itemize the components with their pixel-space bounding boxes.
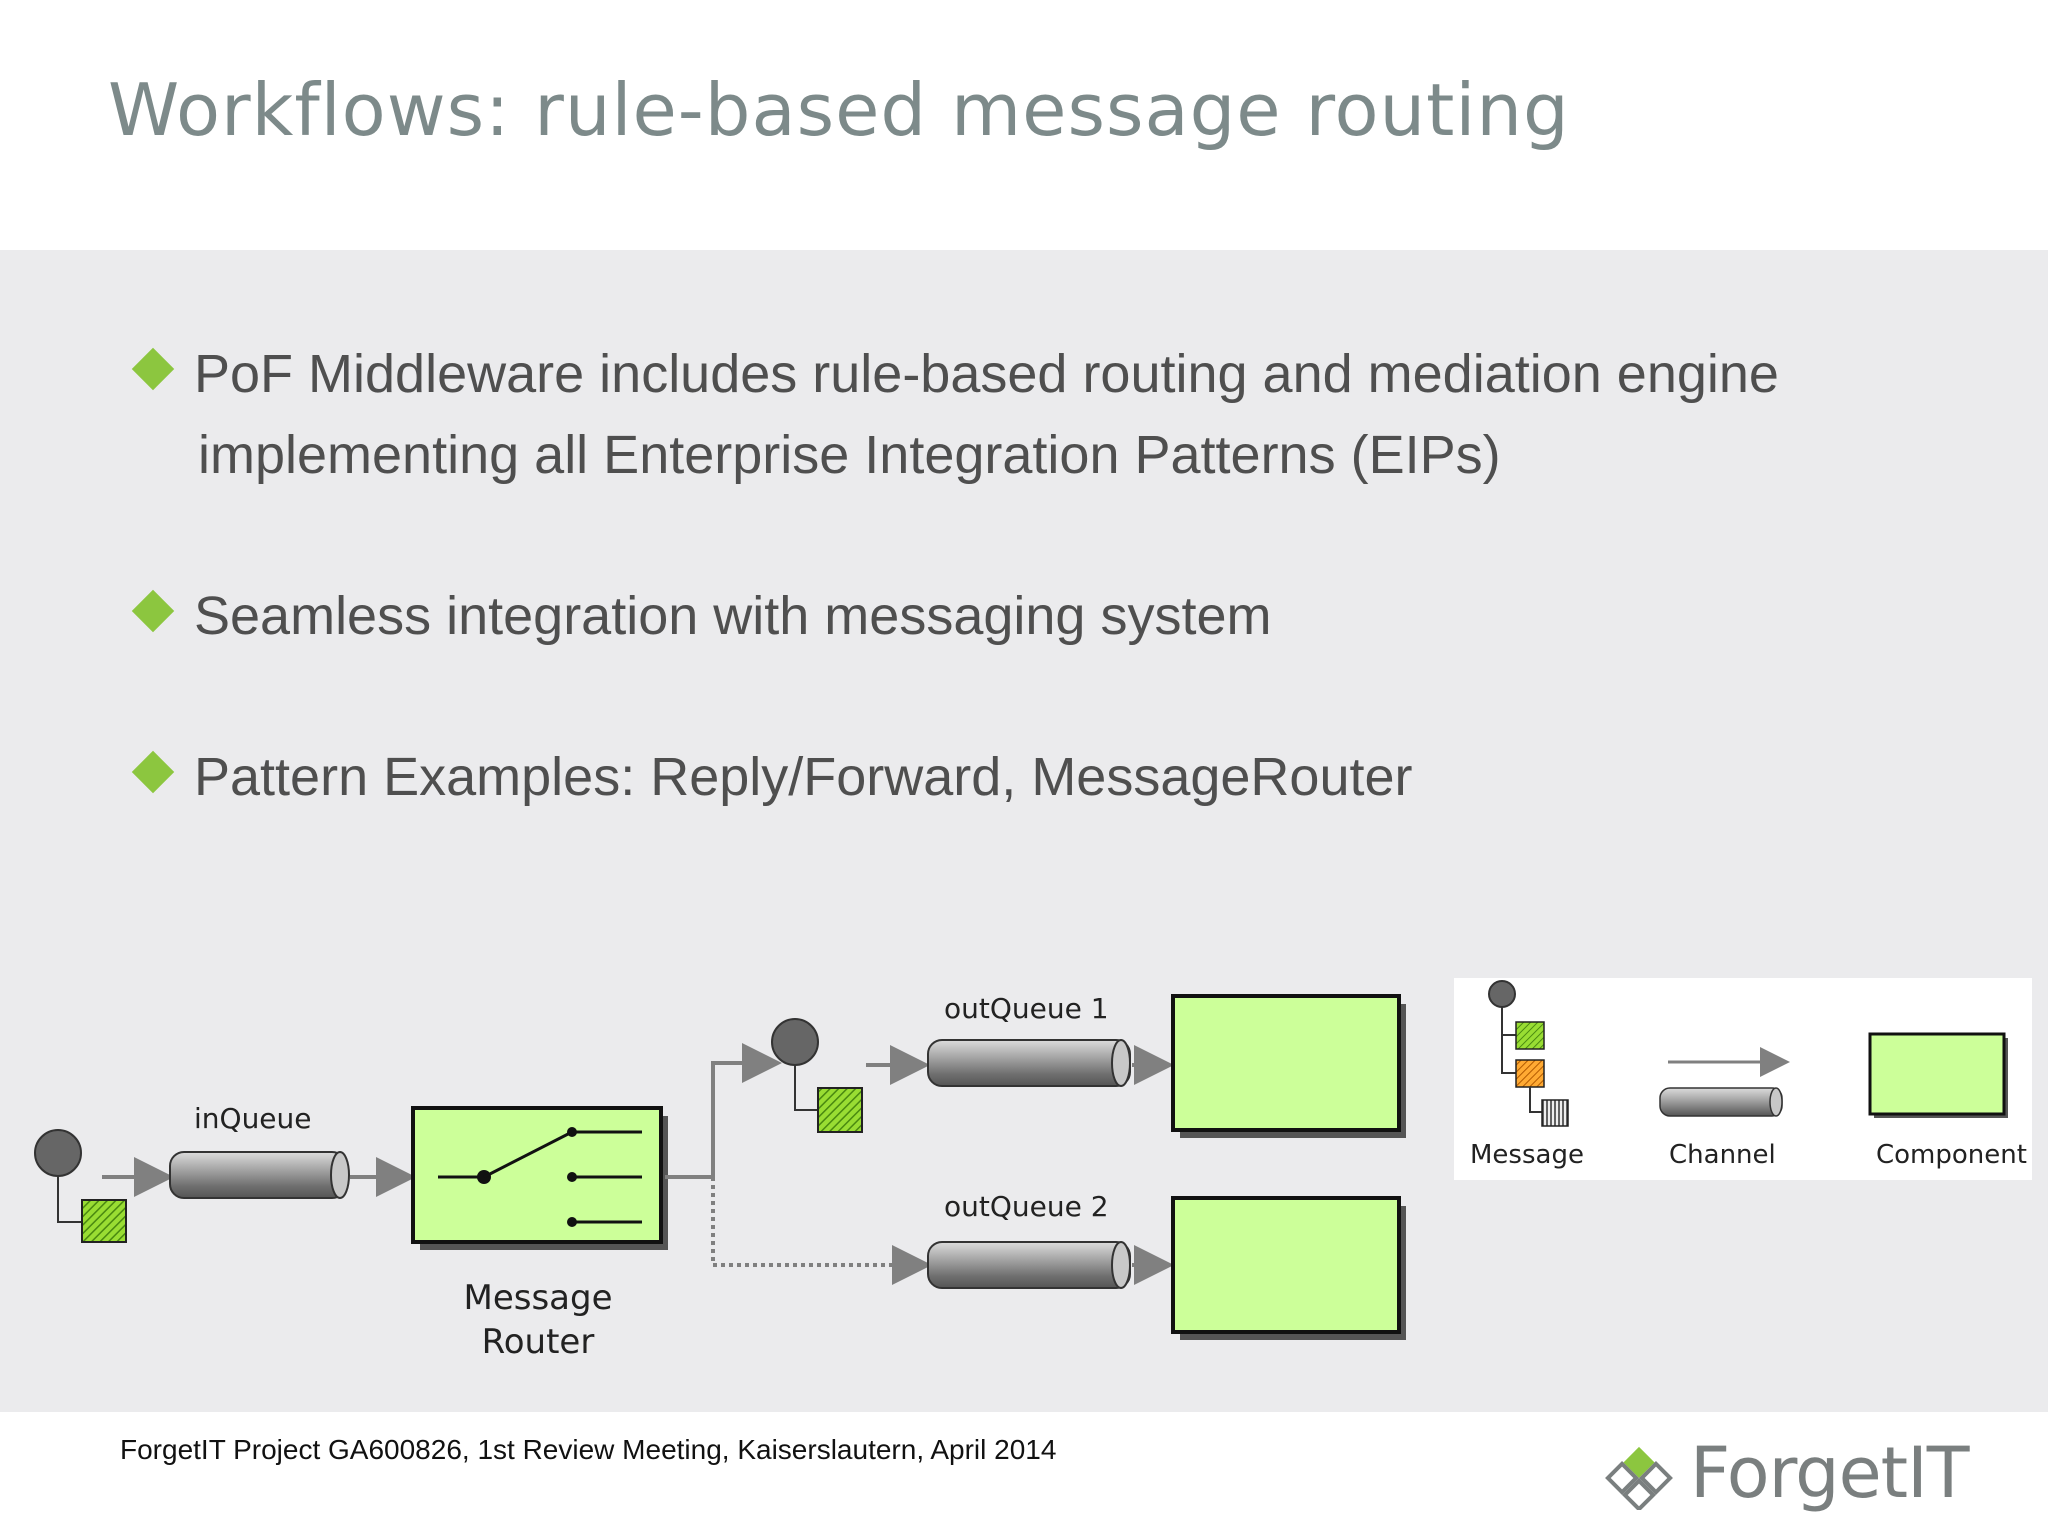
- content-area: [0, 250, 2048, 1412]
- footer-area: [0, 1412, 2048, 1536]
- forgetit-logo-icon: [1605, 1446, 1673, 1510]
- routed-message-icon: [771, 1018, 863, 1133]
- forgetit-logo-text: ForgetIT: [1690, 1432, 1969, 1514]
- bullet-item-2: Seamless integration with messaging syst…: [131, 576, 1272, 657]
- legend-channel-icon: [1659, 1087, 1783, 1117]
- bullet-text-1-line-2: implementing all Enterprise Integration …: [198, 425, 1501, 485]
- bullet-diamond-icon: [131, 347, 175, 391]
- out-queue-2-channel: [927, 1241, 1131, 1289]
- in-queue-label: inQueue: [194, 1102, 312, 1135]
- legend-graphics: [1488, 980, 2008, 1127]
- bullet-text-1-line-1: PoF Middleware includes rule-based routi…: [194, 344, 1779, 404]
- bullet-text-2: Seamless integration with messaging syst…: [194, 586, 1272, 646]
- bullet-item-3: Pattern Examples: Reply/Forward, Message…: [131, 737, 1413, 818]
- legend-channel-label: Channel: [1669, 1140, 1776, 1170]
- legend-message-icon: [1488, 980, 1569, 1127]
- title-area: [0, 0, 2048, 250]
- bullet-text-3: Pattern Examples: Reply/Forward, Message…: [194, 747, 1413, 807]
- legend-component-icon: [1868, 1032, 2008, 1118]
- slide-title: Workflows: rule-based message routing: [108, 68, 1570, 152]
- out-component-2: [1171, 1196, 1406, 1340]
- out-queue-2-label: outQueue 2: [944, 1190, 1109, 1223]
- message-router-diagram: [34, 994, 1406, 1340]
- legend-message-label: Message: [1470, 1140, 1584, 1170]
- bullet-diamond-icon: [131, 750, 175, 794]
- bullet-diamond-icon: [131, 589, 175, 633]
- bullet-item-1: PoF Middleware includes rule-based routi…: [131, 334, 1779, 496]
- legend-component-label: Component: [1876, 1140, 2027, 1170]
- out-queue-1-label: outQueue 1: [944, 992, 1109, 1025]
- out-queue-1-channel: [927, 1039, 1131, 1087]
- legend-box: Message Channel Component: [1454, 978, 2032, 1180]
- out-component-1: [1171, 994, 1406, 1138]
- in-queue-channel: [169, 1151, 350, 1199]
- message-router-component: [411, 1106, 668, 1250]
- message-router-label-line-1: Message: [463, 1278, 613, 1318]
- message-router-label: Message Router: [412, 1276, 664, 1364]
- message-router-label-line-2: Router: [481, 1322, 595, 1362]
- footer-text: ForgetIT Project GA600826, 1st Review Me…: [120, 1434, 1057, 1465]
- input-message-icon: [34, 1129, 127, 1243]
